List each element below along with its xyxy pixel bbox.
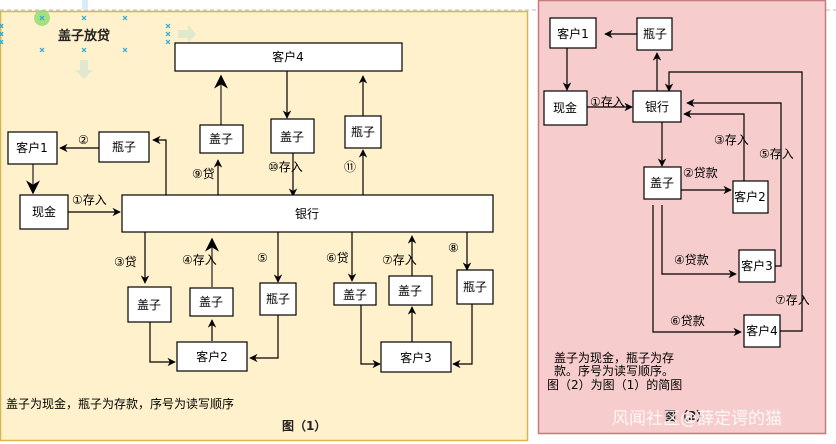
f2-edge-label-1: ①存入 <box>590 95 625 109</box>
svg-text:瓶子: 瓶子 <box>351 125 375 139</box>
f2-edge-lid-to-client4 <box>652 205 742 337</box>
f2-edge-label-6: ⑥贷款 <box>670 314 705 328</box>
node-bottle-5[interactable]: 瓶子 <box>259 282 297 316</box>
edge-label-9: ⑨贷 <box>192 167 215 181</box>
figure-1-title: 盖子放贷 <box>58 28 110 44</box>
edge-bottle5-to-client2 <box>249 315 279 363</box>
figure-1: 盖子放贷 <box>0 10 529 442</box>
f2-edge-label-5: ⑤存入 <box>759 147 794 161</box>
f2-edge-label-4: ④贷款 <box>674 253 709 267</box>
connector-arrow-right-icon[interactable] <box>178 25 196 43</box>
svg-text:盖子: 盖子 <box>343 288 367 302</box>
node-client3[interactable]: 客户3 <box>380 341 452 373</box>
svg-text:银行: 银行 <box>645 100 669 114</box>
svg-text:盖子: 盖子 <box>398 284 422 298</box>
svg-text:盖子: 盖子 <box>209 132 233 146</box>
edge-label-3: ③贷 <box>114 255 137 269</box>
edge-label-10: ⑩存入 <box>268 160 303 174</box>
edge-label-2: ② <box>78 133 89 147</box>
node-lid-3[interactable]: 盖子 <box>127 286 172 323</box>
f2-node-client2[interactable]: 客户2 <box>732 180 769 214</box>
svg-text:银行: 银行 <box>295 207 319 221</box>
edge-lid6-to-client3 <box>360 305 381 369</box>
f2-edge-label-3: ③存入 <box>714 133 749 147</box>
figure-2-panel <box>537 0 827 435</box>
svg-text:盖子: 盖子 <box>650 176 674 190</box>
selection-handles <box>0 15 171 53</box>
connector-arrow-down-icon[interactable] <box>75 60 93 79</box>
svg-text:现金: 现金 <box>32 204 56 219</box>
f2-note-line-1: 盖子为现金，瓶子为存 <box>554 350 674 365</box>
svg-text:瓶子: 瓶子 <box>463 280 487 294</box>
f2-node-lid[interactable]: 盖子 <box>643 166 682 200</box>
svg-text:瓶子: 瓶子 <box>266 292 290 306</box>
f2-node-client1[interactable]: 客户1 <box>549 17 597 49</box>
ruler-marker <box>82 0 88 10</box>
svg-text:瓶子: 瓶子 <box>643 27 667 41</box>
svg-text:客户3: 客户3 <box>741 258 773 273</box>
edge-label-7: ⑦存入 <box>382 253 417 267</box>
f2-note-line-3: 图（2）为图（1）的简图 <box>547 377 682 392</box>
node-lid-9[interactable]: 盖子 <box>199 124 244 154</box>
node-lid-4[interactable]: 盖子 <box>189 287 234 317</box>
f2-edge-client4-to-bank <box>664 71 803 332</box>
edge-label-8: ⑧ <box>448 241 459 255</box>
f2-edge-label-2: ②贷款 <box>683 166 718 180</box>
f2-node-client4[interactable]: 客户4 <box>743 314 781 348</box>
node-lid-7[interactable]: 盖子 <box>388 275 433 306</box>
edge-label-11: ⑪ <box>344 160 356 174</box>
svg-text:盖子: 盖子 <box>280 130 304 144</box>
svg-text:盖子: 盖子 <box>199 295 223 309</box>
node-client4[interactable]: 客户4 <box>174 42 403 72</box>
node-lid-10[interactable]: 盖子 <box>270 118 315 154</box>
title-shape[interactable]: 盖子放贷 <box>0 10 196 79</box>
f2-node-bank[interactable]: 银行 <box>632 90 682 123</box>
edge-label-4: ④存入 <box>182 253 217 267</box>
node-cash[interactable]: 现金 <box>19 194 69 230</box>
figure-2: 客户1 瓶子 现金 银行 盖子 客户2 客户3 客户4 <box>537 0 827 435</box>
node-bottle-8[interactable]: 瓶子 <box>456 269 494 305</box>
f2-node-bottle[interactable]: 瓶子 <box>636 17 673 51</box>
f2-note-line-2: 款。序号为读写顺序。 <box>554 363 674 378</box>
node-lid-6[interactable]: 盖子 <box>333 282 377 306</box>
node-client1[interactable]: 客户1 <box>7 131 58 165</box>
svg-text:客户1: 客户1 <box>16 140 48 155</box>
f2-edge-client2-to-bank <box>683 109 745 181</box>
svg-text:客户1: 客户1 <box>557 26 589 41</box>
edge-bottle8-to-client3 <box>452 304 473 369</box>
watermark: 风闻社区@薛定谔的猫 <box>612 409 782 429</box>
f2-node-cash[interactable]: 现金 <box>543 90 588 126</box>
f2-edge-lid-to-client3 <box>661 205 737 279</box>
svg-text:客户2: 客户2 <box>734 189 766 204</box>
figure-1-note: 盖子为现金，瓶子为存款，序号为读写顺序 <box>6 396 234 411</box>
svg-text:盖子: 盖子 <box>137 298 161 312</box>
f2-edge-client3-to-bank <box>686 98 782 267</box>
svg-text:客户3: 客户3 <box>400 350 432 365</box>
node-bank[interactable]: 银行 <box>121 194 494 233</box>
svg-text:客户4: 客户4 <box>272 49 304 64</box>
figure-2-caption: 图（2） <box>664 408 708 423</box>
svg-text:瓶子: 瓶子 <box>112 140 136 154</box>
node-bottle-top-left[interactable]: 瓶子 <box>98 131 150 163</box>
svg-text:客户2: 客户2 <box>196 349 228 364</box>
node-bottle-11[interactable]: 瓶子 <box>344 115 382 149</box>
edge-lid3-to-client2 <box>149 322 176 367</box>
figure-1-caption: 图（1） <box>282 418 326 433</box>
edge-label-5: ⑤ <box>257 251 268 265</box>
svg-text:客户4: 客户4 <box>746 323 778 338</box>
edge-label-6: ⑥贷 <box>326 251 349 265</box>
node-client2[interactable]: 客户2 <box>176 341 248 372</box>
svg-text:现金: 现金 <box>553 100 577 115</box>
edge-bank-to-bottle <box>152 135 167 195</box>
f2-node-client3[interactable]: 客户3 <box>738 249 776 283</box>
edge-label-1: ①存入 <box>72 193 107 207</box>
f2-edge-label-7: ⑦存入 <box>775 293 810 307</box>
